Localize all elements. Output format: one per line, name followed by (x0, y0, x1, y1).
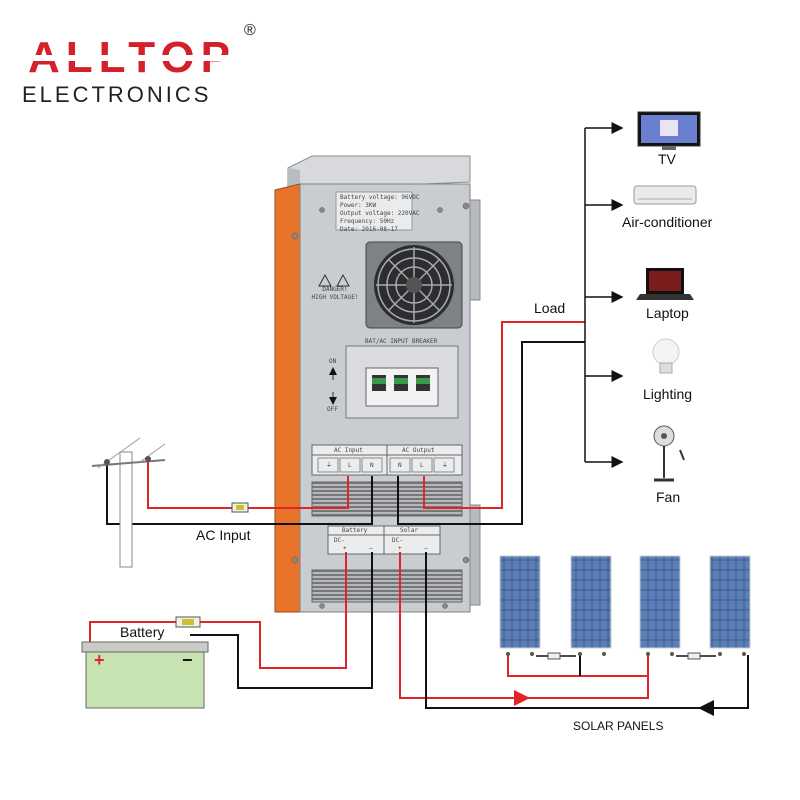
solar-panels-label: SOLAR PANELS (573, 719, 663, 733)
spec-line: Date: 2016-08-17 (340, 226, 419, 234)
battery-terminal-header: Battery (342, 527, 367, 535)
polarity-label: + (343, 545, 347, 553)
battery-label: Battery (120, 624, 164, 640)
polarity-label: + (398, 545, 402, 553)
spec-label: Battery voltage: 96VDC Power: 3KW Output… (340, 194, 419, 234)
cooling-fan-icon (366, 242, 462, 328)
terminal-label: ⏚ (326, 462, 332, 470)
ac-input-label: AC Input (196, 527, 250, 543)
spec-line: Battery voltage: 96VDC (340, 194, 419, 202)
fan-icon (654, 426, 684, 480)
load-name-air-conditioner: Air-conditioner (622, 214, 712, 230)
load-name-tv: TV (658, 151, 676, 167)
load-bus (585, 128, 622, 462)
battery-minus-label: − (182, 650, 193, 671)
air-conditioner-icon (634, 186, 696, 204)
load-name-lighting: Lighting (643, 386, 692, 402)
ac-output-terminal-header: AC Output (402, 447, 435, 455)
warning-label: DANGER! HIGH VOLTAGE! (310, 286, 360, 302)
load-label: Load (534, 300, 565, 316)
terminal-label: ⏚ (442, 462, 448, 470)
battery-plus-label: + (94, 650, 105, 671)
laptop-icon (636, 268, 694, 300)
spec-line: Power: 3KW (340, 202, 419, 210)
terminal-label: N (370, 462, 374, 470)
solar-terminal-header: Solar (400, 527, 418, 535)
terminal-label: L (348, 462, 352, 470)
light-bulb-icon (653, 339, 679, 373)
polarity-label: − (369, 545, 373, 553)
tv-icon (638, 112, 700, 150)
solar-panel-array (500, 556, 750, 659)
load-name-laptop: Laptop (646, 305, 689, 321)
spec-line: Output voltage: 220VAC (340, 210, 419, 218)
load-name-fan: Fan (656, 489, 680, 505)
breaker-off-label: OFF (327, 406, 338, 414)
breaker-label: BAT/AC INPUT BREAKER (365, 338, 437, 346)
utility-pole-icon (92, 438, 165, 567)
terminal-label: L (420, 462, 424, 470)
spec-line: Frequency: 50Hz (340, 218, 419, 226)
polarity-label: − (424, 545, 428, 553)
ac-input-terminal-header: AC Input (334, 447, 363, 455)
breaker-on-label: ON (329, 358, 336, 366)
terminal-label: N (398, 462, 402, 470)
dc-label: DC- (392, 537, 403, 545)
dc-label: DC- (334, 537, 345, 545)
